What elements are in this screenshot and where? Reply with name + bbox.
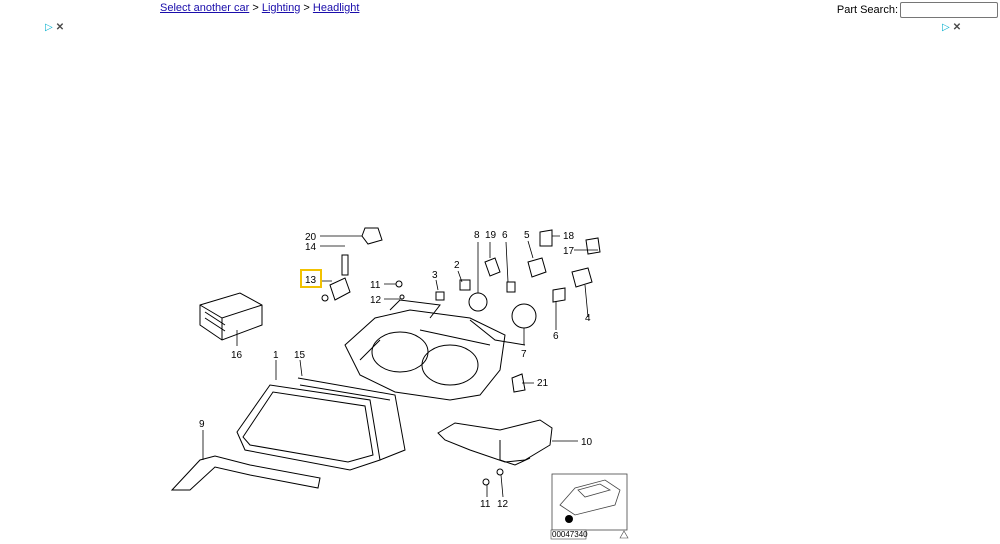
- bulb-13-drawing: [321, 227, 383, 302]
- bracket-drawing: [437, 419, 553, 466]
- part-label-21[interactable]: 21: [537, 378, 549, 389]
- leader-lines: [202, 235, 598, 498]
- trim-strip-drawing: [170, 455, 321, 491]
- part-label-13[interactable]: 13: [305, 275, 317, 286]
- part-label-3[interactable]: 3: [432, 270, 438, 281]
- part-label-6[interactable]: 6: [502, 230, 508, 241]
- adchoices-icon[interactable]: ▷: [942, 22, 950, 33]
- part-labels: 20 14 13 11 12 3 2 8 19 6 5 18 17 4 16 1…: [199, 230, 593, 510]
- part-label-18[interactable]: 18: [563, 231, 575, 242]
- triangle-icon: [619, 530, 629, 539]
- part-label-9[interactable]: 9: [199, 419, 205, 430]
- ad-choices-right[interactable]: ▷✕: [942, 22, 961, 33]
- close-icon[interactable]: ✕: [55, 22, 65, 33]
- part-label-7[interactable]: 7: [521, 349, 527, 360]
- bulbs-caps-drawing: [395, 229, 601, 486]
- ad-choices-left[interactable]: ▷✕: [45, 22, 64, 33]
- car-thumbnail: [551, 473, 628, 531]
- adchoices-icon[interactable]: ▷: [45, 22, 53, 33]
- breadcrumb-separator: >: [249, 2, 262, 14]
- part-search-input[interactable]: [900, 2, 998, 18]
- part-label-19[interactable]: 19: [485, 230, 497, 241]
- part-search: Part Search:: [837, 2, 998, 18]
- headlight-link[interactable]: Headlight: [312, 2, 360, 14]
- headlight-lens-drawing: [236, 377, 406, 471]
- part-label-14[interactable]: 14: [305, 242, 317, 253]
- part-search-label: Part Search:: [836, 4, 898, 16]
- position-marker-icon: [565, 515, 573, 523]
- breadcrumb: Select another car > Lighting > Headligh…: [160, 2, 359, 14]
- part-label-12b[interactable]: 12: [497, 499, 509, 510]
- lighting-link[interactable]: Lighting: [261, 2, 301, 14]
- close-icon[interactable]: ✕: [952, 22, 962, 33]
- part-label-8[interactable]: 8: [474, 230, 480, 241]
- catalog-code-box: [550, 529, 587, 540]
- part-label-6b[interactable]: 6: [553, 331, 559, 342]
- part-label-2[interactable]: 2: [454, 260, 460, 271]
- select-another-car-link[interactable]: Select another car: [160, 2, 250, 14]
- selected-part-highlight: [300, 269, 322, 288]
- catalog-code: 00047340: [552, 530, 588, 539]
- part-label-17[interactable]: 17: [563, 246, 575, 257]
- part-label-11b[interactable]: 11: [480, 499, 491, 510]
- part-label-12[interactable]: 12: [370, 295, 382, 306]
- part-label-4[interactable]: 4: [585, 313, 591, 324]
- part-label-11[interactable]: 11: [370, 280, 381, 291]
- headlight-housing-drawing: [344, 299, 526, 401]
- part-16-drawing: [199, 292, 263, 341]
- part-label-20[interactable]: 20: [305, 232, 317, 243]
- part-label-1[interactable]: 1: [273, 350, 279, 361]
- part-label-10[interactable]: 10: [581, 437, 593, 448]
- part-label-16[interactable]: 16: [231, 350, 243, 361]
- breadcrumb-separator: >: [300, 2, 313, 14]
- part-label-15[interactable]: 15: [294, 350, 306, 361]
- part-label-5[interactable]: 5: [524, 230, 530, 241]
